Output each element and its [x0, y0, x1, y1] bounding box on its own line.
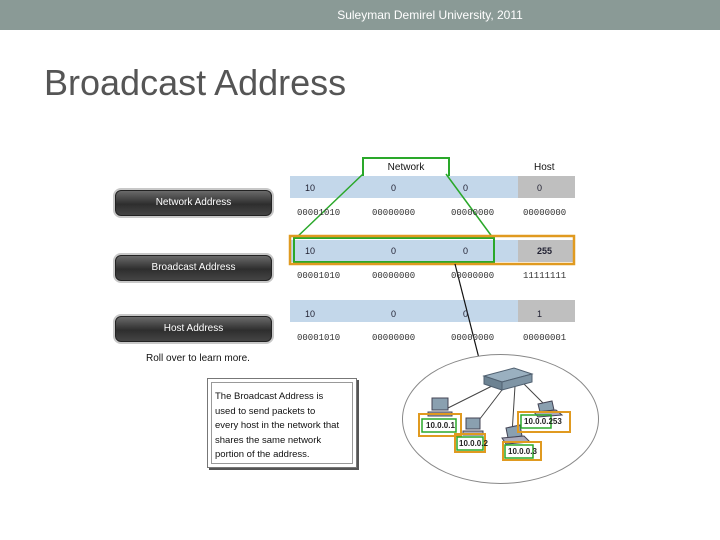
info-line: shares the same network [215, 434, 322, 446]
binary-octet: 00000000 [451, 208, 495, 218]
decimal-octet: 0 [391, 183, 397, 193]
broadcast-address-button[interactable]: Broadcast Address [115, 255, 272, 281]
binary-octet: 00001010 [297, 208, 341, 218]
info-text: The Broadcast Address is used to send pa… [211, 382, 353, 464]
network-header-box: Network [362, 157, 450, 178]
page-title: Broadcast Address [44, 62, 347, 103]
info-popup: The Broadcast Address is used to send pa… [207, 378, 357, 468]
binary-octet: 00000000 [523, 208, 567, 218]
network-label: Network [387, 162, 425, 173]
binary-octet: 11111111 [523, 271, 567, 281]
host-cell [518, 176, 575, 198]
binary-octet: 00001010 [297, 271, 341, 281]
binary-octet: 00000001 [523, 333, 567, 343]
broadcast-row-decimal [290, 240, 575, 262]
rollover-hint: Roll over to learn more. [146, 353, 250, 364]
decimal-octet: 255 [537, 246, 553, 256]
info-line: portion of the address. [215, 449, 310, 460]
decimal-octet: 0 [537, 183, 543, 193]
decimal-octet: 0 [463, 246, 469, 256]
info-line: every host in the network that [215, 420, 340, 431]
decimal-octet: 10 [305, 309, 316, 319]
top-bar: Suleyman Demirel University, 2011 [0, 0, 720, 30]
info-line: used to send packets to [215, 405, 316, 417]
host-ip-1: 10.0.0.1 [426, 421, 455, 430]
decimal-octet: 0 [391, 309, 397, 319]
host-ip-2: 10.0.0.2 [459, 439, 488, 448]
binary-octet: 00000000 [372, 208, 416, 218]
decimal-octet: 10 [305, 183, 316, 193]
host-cell [518, 300, 575, 322]
network-address-button[interactable]: Network Address [115, 190, 272, 216]
decimal-octet: 10 [305, 246, 316, 256]
binary-octet: 00001010 [297, 333, 341, 343]
info-line: The Broadcast Address is [215, 391, 324, 402]
network-diagram [402, 354, 599, 484]
host-label: Host [534, 162, 555, 173]
binary-octet: 00000000 [451, 271, 495, 281]
network-row-decimal [290, 176, 575, 198]
decimal-octet: 1 [537, 309, 543, 319]
header-text: Suleyman Demirel University, 2011 [337, 8, 523, 22]
binary-octet: 00000000 [372, 333, 416, 343]
host-ip-3: 10.0.0.3 [508, 447, 537, 456]
host-row-decimal [290, 300, 575, 322]
decimal-octet: 0 [463, 309, 469, 319]
host-address-button[interactable]: Host Address [115, 316, 272, 342]
host-ip-4: 10.0.0.253 [524, 417, 562, 426]
binary-octet: 00000000 [372, 271, 416, 281]
decimal-octet: 0 [391, 246, 397, 256]
decimal-octet: 0 [463, 183, 469, 193]
binary-octet: 00000000 [451, 333, 495, 343]
